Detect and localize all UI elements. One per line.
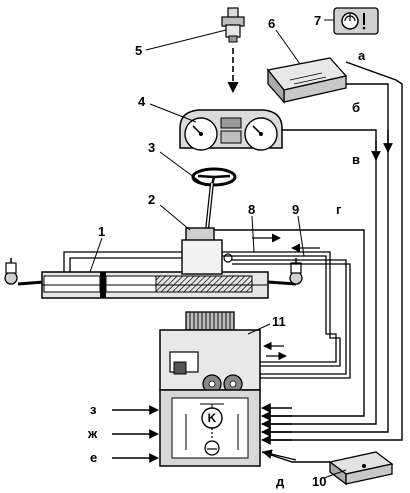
line-label-b: б [352, 100, 360, 115]
label-5: 5 [135, 43, 142, 58]
control-module-10 [328, 451, 394, 486]
line-label-z: з [90, 402, 97, 417]
label-9: 9 [292, 202, 299, 217]
line-label-a: а [358, 48, 366, 63]
leader-lines [89, 19, 347, 479]
warning-lamp [333, 7, 379, 35]
steering-wheel [191, 167, 237, 187]
signal-lines [214, 61, 403, 463]
label-7: 7 [314, 13, 321, 28]
hydraulic-lines [63, 251, 351, 379]
label-10: 10 [312, 474, 326, 489]
motor-letter: K [208, 411, 217, 425]
instrument-cluster [179, 109, 283, 151]
line-label-g: г [336, 202, 342, 217]
label-3: 3 [148, 140, 155, 155]
pump-unit [159, 311, 261, 467]
line-label-v: в [352, 152, 360, 167]
label-4: 4 [138, 94, 146, 109]
line-label-d: д [276, 474, 285, 489]
label-8: 8 [248, 202, 255, 217]
label-11: 11 [272, 314, 286, 329]
steering-rack [4, 239, 303, 299]
line-label-zh: ж [87, 426, 98, 441]
line-label-e: е [90, 450, 97, 465]
speed-sensor [221, 7, 245, 43]
label-2: 2 [148, 192, 155, 207]
engine-control-unit [266, 57, 348, 104]
label-1: 1 [98, 224, 105, 239]
label-6: 6 [268, 16, 275, 31]
